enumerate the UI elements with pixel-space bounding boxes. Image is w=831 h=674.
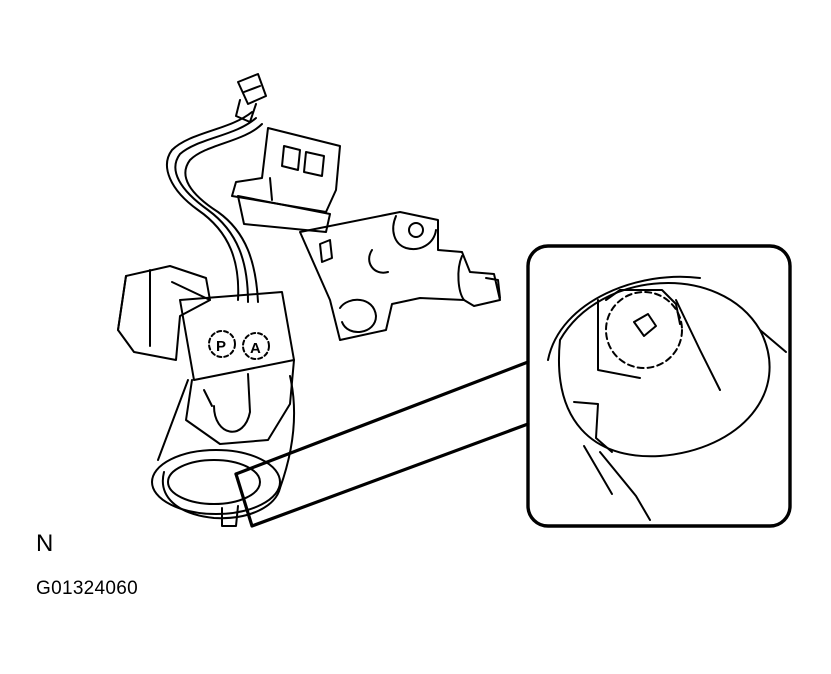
view-letter: N — [36, 530, 54, 557]
ignition-lock-assembly-illustration — [117, 73, 501, 527]
switch-body — [231, 127, 341, 233]
lock-cylinder — [151, 375, 296, 527]
mounting-bracket — [299, 211, 501, 341]
central-collar — [179, 291, 295, 445]
callout-markers — [208, 330, 270, 360]
figure-code: G01324060 — [36, 578, 139, 599]
magnified-detail-inset — [526, 244, 792, 528]
connector-plug — [235, 73, 267, 123]
callout-label-p: P — [216, 338, 226, 355]
left-housing — [117, 265, 211, 361]
callout-label-a: A — [250, 340, 261, 357]
magnification-leader-lines — [234, 360, 530, 528]
wire-harness — [166, 111, 263, 303]
